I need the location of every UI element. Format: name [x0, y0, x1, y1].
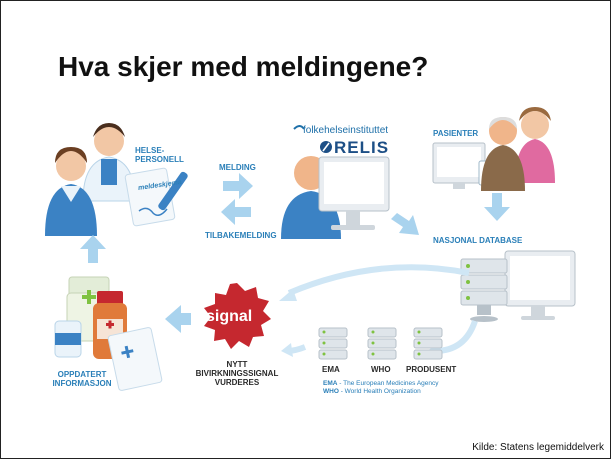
slide-title: Hva skjer med meldingene? [58, 51, 429, 82]
legend-ema-text: - The European Medicines Agency [337, 380, 439, 387]
signal-text: signal [206, 308, 253, 325]
label-oppdatert-informasjon: OPPDATERT INFORMASJON [45, 370, 119, 388]
legend-who-abbr: WHO [323, 388, 339, 395]
health-personnel-illustration [45, 123, 188, 236]
tilbakemelding-arrow [221, 199, 251, 225]
label-pasienter: PASIENTER [433, 129, 479, 138]
signal-badge-icon [204, 283, 271, 349]
label-nytt-line1: NYTT [226, 360, 248, 369]
label-oppdatert-line2: INFORMASJON [52, 379, 112, 388]
patients-to-database-arrow [484, 193, 510, 221]
label-helsepersonell-line1: HELSE- [135, 146, 165, 155]
fhi-logo-text: folkehelseinstituttet [303, 125, 389, 136]
patients-illustration: @ [432, 107, 555, 191]
label-nytt-line2: BIVIRKNINGSSIGNAL [195, 369, 279, 378]
relis-workstation-illustration [281, 125, 390, 239]
melding-arrow [223, 173, 253, 199]
source-credit: Kilde: Statens legemiddelverk [472, 442, 604, 453]
label-melding: MELDING [219, 163, 256, 172]
medicine-illustration [54, 276, 163, 391]
label-oppdatert-line1: OPPDATERT [57, 370, 107, 379]
who-server-icon [367, 327, 397, 360]
label-nytt-line3: VURDERES [214, 378, 260, 387]
label-ema: EMA [322, 365, 340, 374]
national-database-illustration [460, 250, 576, 322]
relis-to-database-arrow [391, 213, 419, 235]
label-helsepersonell: HELSE- PERSONELL [135, 146, 184, 164]
update-to-personnel-arrow [80, 235, 106, 263]
legend-ema: EMA - The European Medicines Agency [323, 380, 439, 388]
legend-ema-abbr: EMA [323, 380, 338, 387]
signal-to-update-arrow [165, 305, 191, 333]
label-who: WHO [371, 365, 391, 374]
database-to-signal-arrow [287, 264, 470, 296]
ema-server-icon [318, 327, 348, 360]
relis-logo-text: RELIS [334, 138, 390, 157]
label-produsent: PRODUSENT [406, 365, 457, 374]
label-nasjonal-database: NASJONAL DATABASE [433, 236, 523, 245]
label-nytt-signal: NYTT BIVIRKNINGSSIGNAL VURDERES [187, 360, 287, 387]
legend-who: WHO - World Health Organization [323, 388, 421, 396]
legend-who-text: - World Health Organization [338, 388, 421, 395]
produsent-server-icon [413, 327, 443, 360]
label-helsepersonell-line2: PERSONELL [135, 155, 184, 164]
label-tilbakemelding: TILBAKEMELDING [205, 231, 277, 240]
